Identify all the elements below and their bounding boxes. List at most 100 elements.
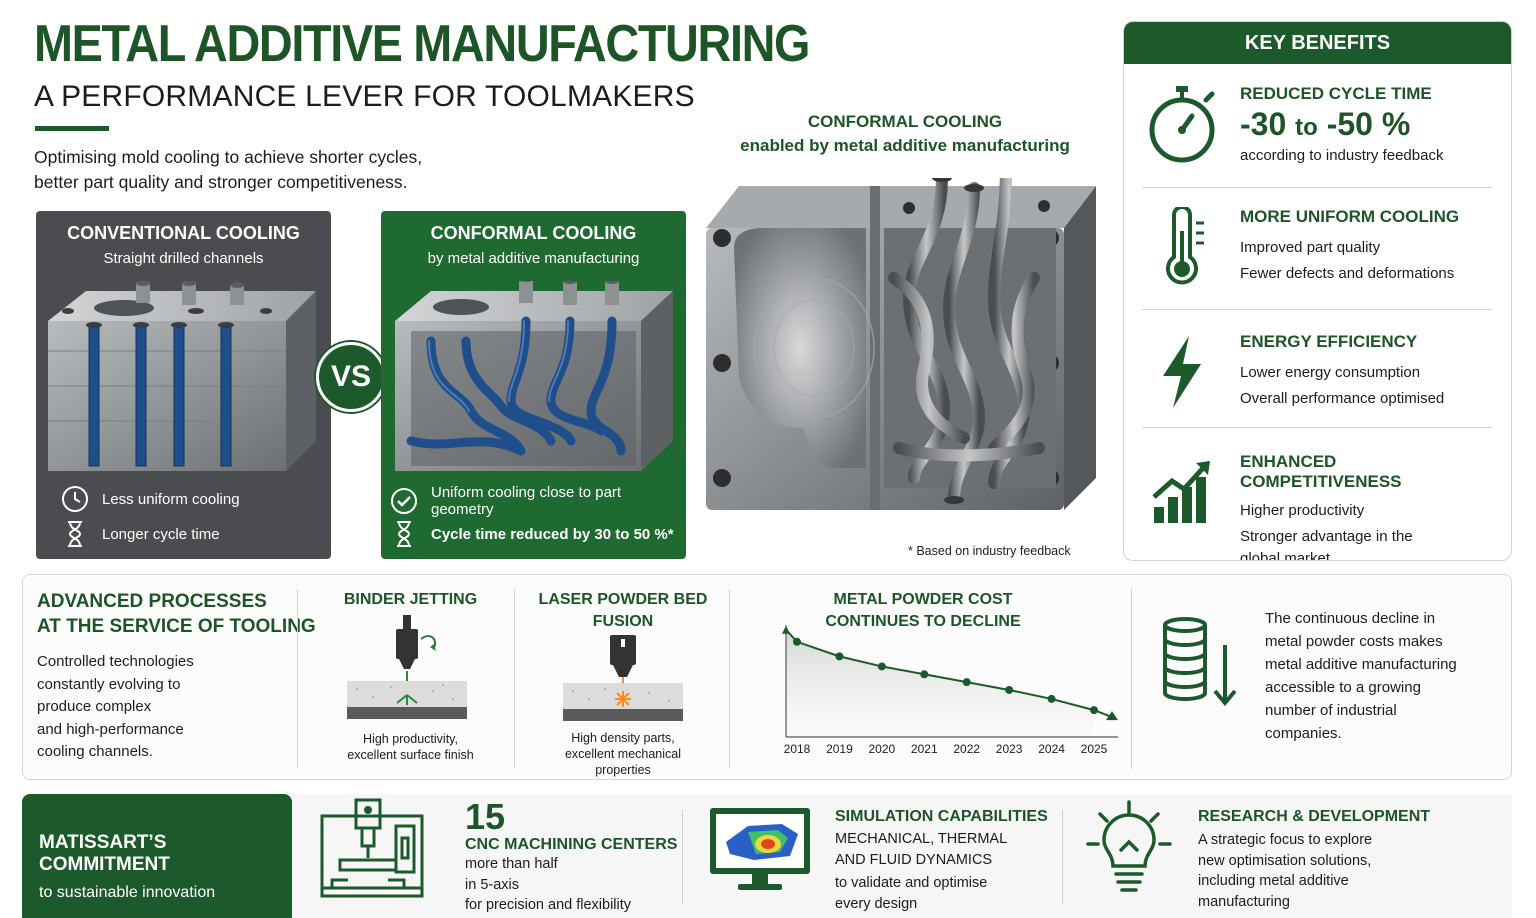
commitment-card: MATISSART’S COMMITMENT to sustainable in… — [22, 794, 292, 918]
hourglass-icon — [60, 519, 90, 549]
commitment-subtitle: to sustainable innovation — [39, 884, 216, 901]
rnd-line: new optimisation solutions, — [1198, 852, 1372, 869]
rnd-block: RESEARCH & DEVELOPMENT A strategic focus… — [1198, 808, 1430, 912]
key-benefits-panel: KEY BENEFITS REDUCED CYCLE TIME -30 to -… — [1123, 21, 1512, 561]
desc-line: metal additive manufacturing — [1265, 656, 1457, 673]
desc-line: The continuous decline in — [1265, 610, 1436, 627]
point-text: Longer cycle time — [102, 525, 220, 543]
column-divider — [729, 589, 730, 769]
benefit-line: Fewer defects and deformations — [1240, 265, 1455, 282]
page-subtitle: A PERFORMANCE LEVER FOR TOOLMAKERS — [34, 80, 695, 113]
desc-line: Controlled technologies — [37, 653, 194, 670]
title-line: ADVANCED PROCESSES — [37, 591, 267, 612]
conformal-cooling-card: CONFORMAL COOLING by metal additive manu… — [381, 211, 686, 559]
chart-x-tick-label: 2025 — [1081, 742, 1108, 756]
point-text: Cycle time reduced by 30 to 50 %* — [431, 525, 674, 543]
benefit-line: global market — [1240, 550, 1331, 561]
chart-point — [1090, 706, 1098, 715]
column-divider — [297, 589, 298, 769]
laser-powder-bed-fusion-block: LASER POWDER BED FUSION High density par… — [523, 589, 723, 778]
chart-point — [1005, 685, 1014, 694]
desc-line: cooling channels. — [37, 743, 153, 760]
chart-point — [835, 652, 844, 661]
chart-arrow-head — [1106, 711, 1118, 721]
rnd-line: including metal additive — [1198, 873, 1349, 889]
center-heading: CONFORMAL COOLING enabled by metal addit… — [740, 110, 1070, 158]
card-subtitle: Straight drilled channels — [103, 250, 264, 267]
conformal-point-2: Cycle time reduced by 30 to 50 %* — [389, 519, 674, 549]
column-divider — [1131, 589, 1132, 769]
simulation-monitor-icon — [710, 808, 810, 890]
benefit-title: MORE UNIFORM COOLING — [1240, 207, 1460, 226]
lightbulb-icon — [1086, 800, 1172, 892]
check-circle-icon — [389, 486, 419, 516]
caption-line: High density parts, — [571, 731, 675, 745]
chart-title: METAL POWDER COST CONTINUES TO DECLINE — [783, 589, 1063, 633]
conventional-mold-illustration — [48, 281, 316, 471]
simulation-line: AND FLUID DYNAMICS — [835, 851, 993, 868]
card-title: CONFORMAL COOLING — [430, 223, 637, 243]
center-title: CONFORMAL COOLING — [807, 112, 1003, 131]
conformal-mold-cutaway-illustration — [706, 178, 1096, 510]
key-benefits-heading: KEY BENEFITS — [1124, 22, 1511, 64]
binder-jetting-icon — [347, 615, 467, 719]
page-title: METAL ADDITIVE MANUFACTURING — [34, 15, 810, 73]
processes-band: ADVANCED PROCESSES AT THE SERVICE OF TOO… — [22, 574, 1512, 780]
cnc-block: CNC MACHINING CENTERS more than half in … — [465, 836, 677, 916]
desc-line: accessible to a growing — [1265, 679, 1421, 696]
simulation-line: every design — [835, 895, 918, 912]
figure-to-word: to — [1295, 114, 1318, 141]
intro-line: better part quality and stronger competi… — [34, 172, 408, 192]
chart-point — [962, 678, 971, 687]
conformal-point-1: Uniform cooling close to part geometry — [389, 484, 686, 518]
conformal-mold-illustration — [395, 281, 673, 471]
desc-line: constantly evolving to — [37, 675, 181, 693]
column-divider — [682, 810, 683, 904]
chart-point — [1047, 694, 1056, 703]
chart-title-line: METAL POWDER COST — [833, 591, 1013, 608]
benefit-title: ENHANCED COMPETITIVENESS — [1240, 452, 1402, 491]
benefit-line: Higher productivity — [1240, 502, 1365, 519]
column-divider — [514, 589, 515, 769]
conventional-cooling-card: CONVENTIONAL COOLING Straight drilled ch… — [36, 211, 331, 559]
footnote: * Based on industry feedback — [908, 544, 1071, 558]
vs-badge: VS — [316, 342, 386, 412]
caption-line: properties — [595, 763, 651, 777]
chart-x-tick-label: 2018 — [784, 742, 811, 756]
bottom-band — [292, 794, 1512, 918]
cnc-count: 15 — [465, 796, 506, 837]
laser-powder-bed-icon — [563, 635, 683, 721]
conventional-point-1: Less uniform cooling — [60, 484, 240, 514]
benefit-line: Lower energy consumption — [1240, 364, 1421, 381]
chart-start-arrow — [782, 625, 790, 634]
process-title: FUSION — [592, 613, 654, 630]
card-subtitle: by metal additive manufacturing — [427, 250, 640, 267]
processes-title: ADVANCED PROCESSES AT THE SERVICE OF TOO… — [37, 589, 316, 639]
chart-title-line: CONTINUES TO DECLINE — [825, 613, 1021, 630]
rnd-title: RESEARCH & DEVELOPMENT — [1198, 808, 1431, 825]
benefit-line: Improved part quality — [1240, 239, 1381, 256]
column-divider — [1062, 810, 1063, 904]
benefit-figure: -30 to -50 % — [1240, 106, 1495, 143]
clock-icon — [60, 484, 90, 514]
benefit-line: Overall performance optimised — [1240, 390, 1445, 407]
figure-to: -50 % — [1326, 106, 1411, 142]
lightning-icon — [1142, 332, 1222, 412]
chart-x-tick-label: 2021 — [911, 742, 938, 756]
chart-x-tick-label: 2019 — [826, 742, 853, 756]
chart-x-tick-label: 2024 — [1038, 742, 1065, 756]
figure-from: -30 — [1240, 106, 1287, 142]
coin-stack-decline-icon — [1163, 617, 1237, 707]
point-text: Uniform cooling close to part geometry — [431, 484, 622, 518]
cnc-line: for precision and flexibility — [465, 897, 632, 913]
thermometer-icon — [1142, 207, 1222, 287]
benefit-divider — [1142, 309, 1492, 310]
hourglass-icon — [389, 519, 419, 549]
desc-line: metal powder costs makes — [1265, 633, 1443, 650]
chart-x-tick-label: 2022 — [953, 742, 980, 756]
binder-jetting-block: BINDER JETTING High productivity, excell… — [313, 589, 508, 763]
title-divider — [35, 126, 109, 131]
simulation-block: SIMULATION CAPABILITIES MECHANICAL, THER… — [835, 808, 1048, 914]
card-title: CONVENTIONAL COOLING — [67, 223, 300, 243]
desc-line: companies. — [1265, 725, 1342, 742]
